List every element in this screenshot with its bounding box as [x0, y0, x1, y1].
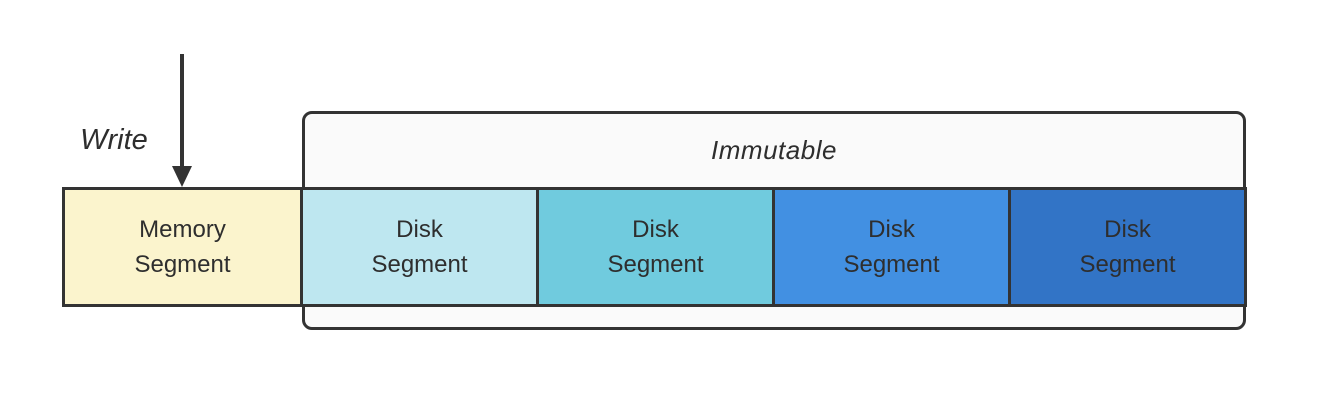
disk-segment-2: Disk Segment — [536, 187, 775, 307]
immutable-label: Immutable — [711, 134, 837, 165]
memory-segment: Memory Segment — [62, 187, 303, 307]
disk-segment-3: Disk Segment — [772, 187, 1011, 307]
disk-segment-4: Disk Segment — [1008, 187, 1247, 307]
arrow-shaft — [180, 54, 184, 167]
arrow-head — [172, 166, 192, 187]
write-label: Write — [80, 124, 148, 156]
write-arrow-icon — [172, 54, 192, 187]
disk-segment-1: Disk Segment — [300, 187, 539, 307]
